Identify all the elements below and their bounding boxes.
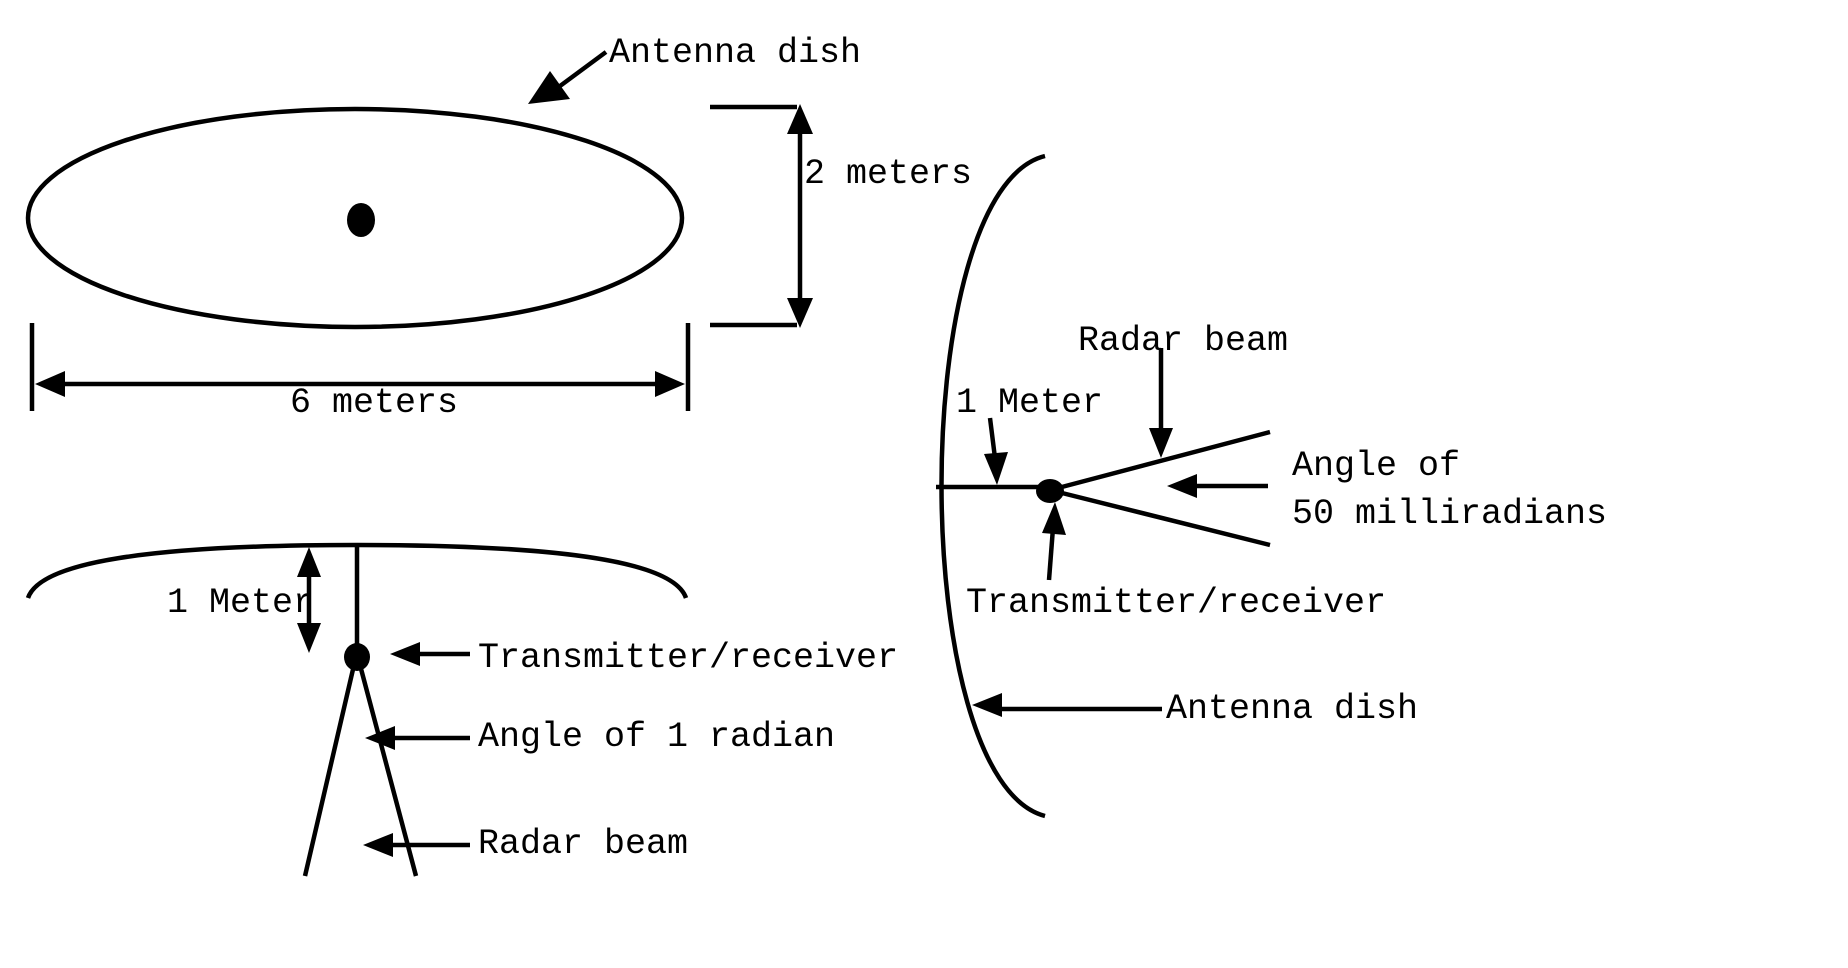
side-angle-label: Angle of 1 radian [478,717,835,757]
height-arrow-bottom [787,298,813,328]
height-arrow-top [787,104,813,134]
end-transmitter-pointer-arrowhead [1042,502,1066,535]
end-beam-lower-edge [1057,489,1271,548]
side-transmitter-pointer-arrowhead [390,642,420,666]
side-beam-right-edge [357,664,419,877]
side-angle-pointer-arrowhead [365,726,395,750]
side-beam-label: Radar beam [478,824,688,864]
end-height-pointer-line [987,417,998,459]
end-beam-pointer-arrowhead [1149,428,1173,458]
side-height-arrow-top [297,547,321,577]
side-beam-left-edge [302,664,357,877]
end-transmitter-point [1036,479,1064,503]
end-transmitter-pointer-line [1046,527,1056,581]
end-transmitter-label: Transmitter/receiver [966,583,1386,623]
end-angle-label-line1: Angle of [1292,446,1460,486]
end-height-pointer-arrowhead [984,452,1008,485]
end-dish-label: Antenna dish [1166,689,1418,729]
top-view: Antenna dish 2 meters 6 meters [25,33,972,423]
side-beam-pointer-arrowhead [363,833,393,857]
end-angle-pointer-arrowhead [1167,474,1197,498]
side-view: 1 Meter Transmitter/receiver Angle of 1 … [25,542,898,877]
dish-center-point [347,203,375,237]
end-dish-pointer-arrowhead [972,693,1002,717]
width-arrow-left [35,371,65,397]
end-angle-label-line2: 50 milliradians [1292,494,1607,534]
end-beam-upper-edge [1057,429,1271,491]
side-transmitter-point [344,643,370,671]
width-arrow-right [655,371,685,397]
antenna-dish-ellipse [25,106,685,330]
width-label: 6 meters [290,383,458,423]
end-beam-label: Radar beam [1078,321,1288,361]
height-label: 2 meters [804,154,972,194]
side-transmitter-label: Transmitter/receiver [478,638,898,678]
side-height-arrow-bottom [297,623,321,653]
antenna-dish-pointer-line [558,50,608,88]
end-height-label: 1 Meter [956,383,1103,423]
end-view: Radar beam 1 Meter Angle of 50 milliradi… [936,153,1607,819]
side-height-label: 1 Meter [167,583,314,623]
top-dish-label: Antenna dish [609,33,861,73]
antenna-dish-pointer-arrowhead [528,71,570,104]
